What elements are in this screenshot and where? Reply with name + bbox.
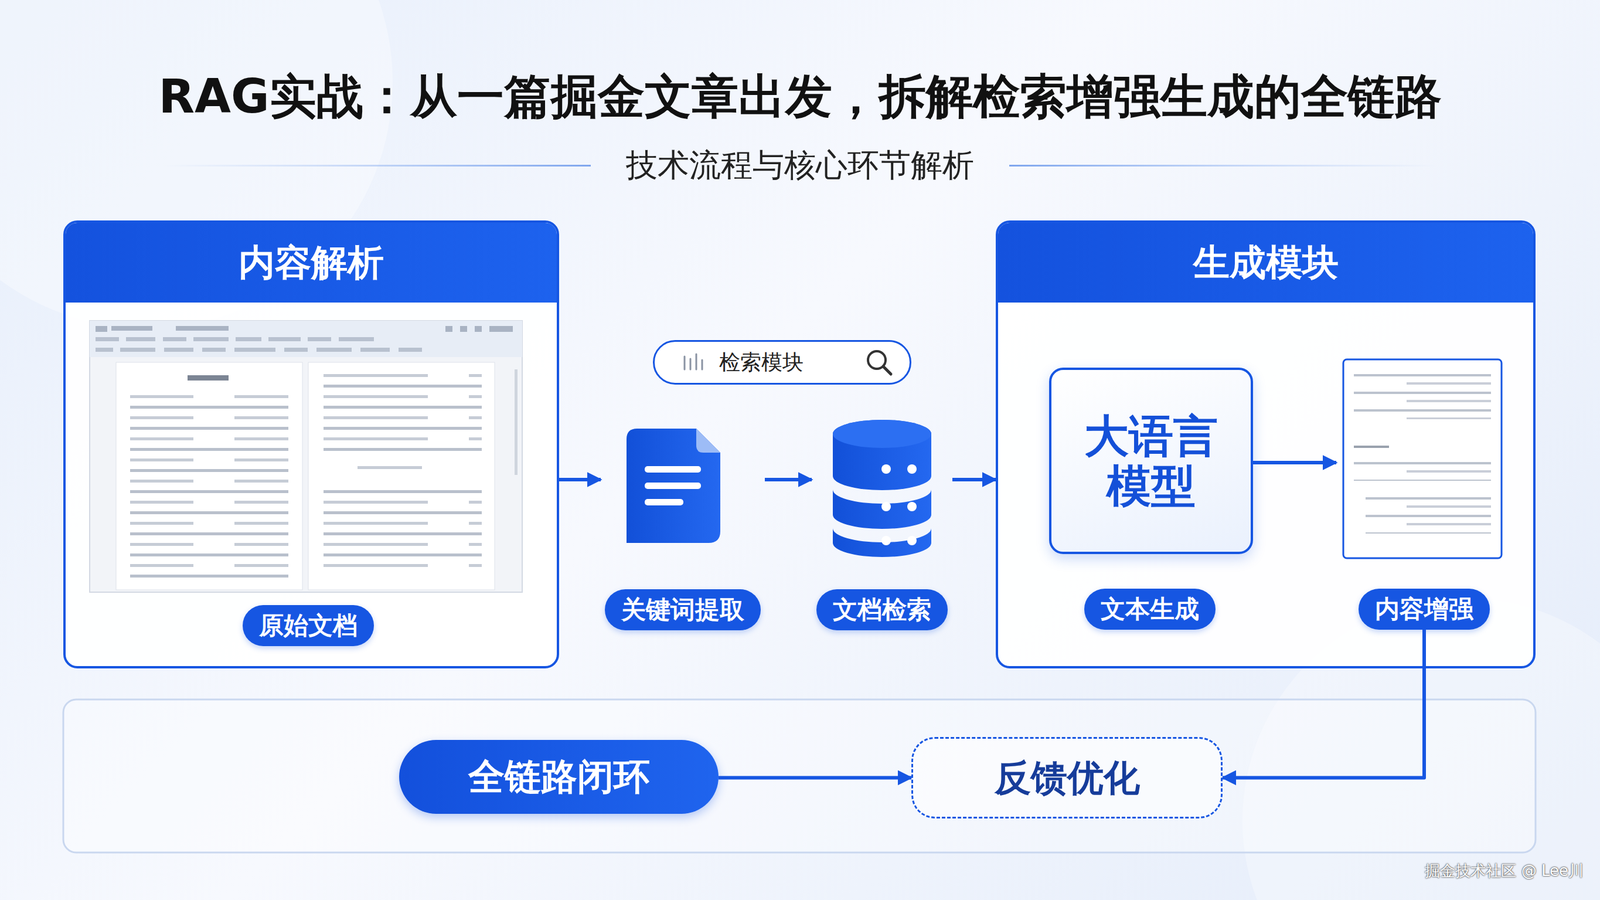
section-panel: 生成模块大语言模型文本生成 内容增强: [995, 220, 1536, 669]
loop-pill: 全链路闭环: [399, 739, 719, 814]
model-box: 大语言模型: [1049, 367, 1254, 554]
watermark: 掘金技术社区 @ Lee川: [1424, 860, 1584, 881]
node-text: 关键词提取: [604, 589, 761, 631]
node-text: 文档检索: [816, 589, 948, 631]
feedback-box: 反馈优化: [911, 736, 1223, 819]
node-text: 全链路闭环: [468, 751, 650, 802]
search-bar: 检索模块: [652, 339, 912, 385]
flow-arrow: [1222, 629, 1425, 778]
tag-pill: 原始文档: [242, 604, 374, 646]
flow-arrow: [764, 477, 812, 482]
node-text: 原始文档: [242, 604, 374, 646]
flow-arrow: [718, 775, 912, 780]
flow-arrow: [559, 477, 601, 482]
node-text: 大语言模型: [1080, 410, 1222, 511]
subtitle: 技术流程与核心环节解析: [594, 144, 1006, 187]
icon-step: 关键词提取: [600, 419, 765, 631]
flow-arrow: [1253, 460, 1337, 465]
node-text: 文本生成: [1084, 588, 1216, 630]
node-text: 反馈优化: [994, 753, 1140, 803]
node-text: 生成模块: [998, 222, 1534, 303]
tag-pill: 文本生成: [1084, 588, 1216, 630]
node-text: 检索模块: [719, 341, 804, 383]
flow-arrow: [952, 477, 996, 482]
node-text: 内容解析: [65, 222, 557, 303]
icon-step: 内容增强: [1336, 351, 1513, 630]
icon-step: 文档检索: [811, 413, 953, 631]
section-panel: 内容解析原始文档: [63, 220, 560, 669]
node-text: 内容增强: [1358, 588, 1490, 630]
title: RAG实战：从一篇掘金文章出发，拆解检索增强生成的全链路: [0, 65, 1600, 129]
